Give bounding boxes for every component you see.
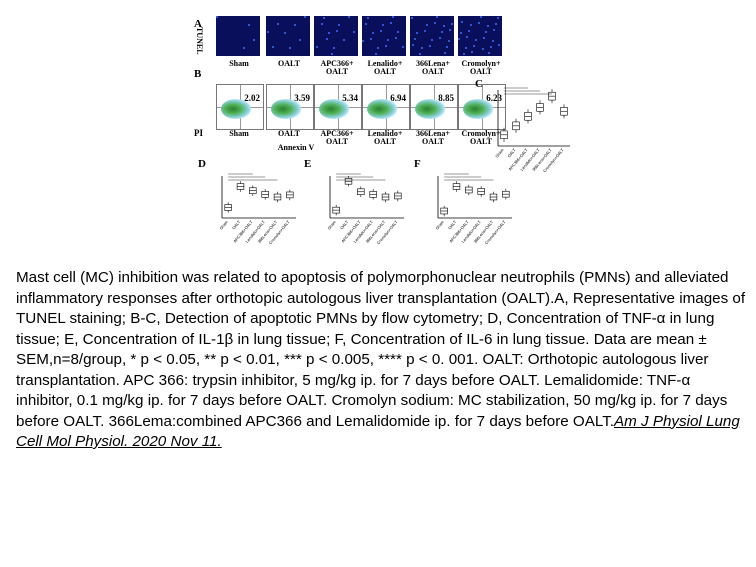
panel-letter-c: C	[475, 78, 483, 90]
annexin-label: Annexin V	[277, 143, 315, 152]
group-label: Lenalido+ OALT	[367, 59, 403, 76]
flow-percentage: 2.02	[244, 93, 260, 103]
category-tick-label: OALT	[231, 219, 242, 230]
group-label: Lenalido+ OALT	[367, 129, 403, 146]
flow-plot: 3.59	[266, 84, 314, 130]
group-label: OALT	[278, 59, 300, 68]
panel-letter-a: A	[194, 18, 202, 30]
panel-letter-d: D	[198, 158, 206, 170]
tunel-image	[314, 16, 358, 56]
group-label: APC366+ OALT	[320, 59, 354, 76]
group-label: Sham	[229, 129, 249, 138]
tunel-label: TUNEL	[195, 27, 204, 55]
category-tick-label: OALT	[447, 219, 458, 230]
flow-percentage: 5.34	[342, 93, 358, 103]
category-tick-label: Sham	[494, 147, 505, 159]
category-tick-label: OALT	[339, 219, 350, 230]
category-tick-label: OALT	[506, 147, 517, 158]
group-label: Sham	[229, 59, 249, 68]
flow-percentage: 6.94	[390, 93, 406, 103]
group-label: 366Lena+ OALT	[416, 59, 450, 76]
category-tick-label: Sham	[434, 219, 445, 231]
panel-letter-b: B	[194, 68, 202, 80]
flow-percentage: 3.59	[294, 93, 310, 103]
group-label: APC366+ OALT	[320, 129, 354, 146]
group-label: Cromolyn+ OALT	[461, 59, 501, 76]
tunel-image	[410, 16, 454, 56]
category-tick-label: Sham	[218, 219, 229, 231]
figure-caption: Mast cell (MC) inhibition was related to…	[16, 268, 746, 453]
group-label: 366Lena+ OALT	[416, 129, 450, 146]
category-tick-label: Sham	[326, 219, 337, 231]
row-prefix-pi: PI	[194, 128, 203, 138]
group-label: Cromolyn+ OALT	[461, 129, 501, 146]
tunel-image	[216, 16, 260, 56]
panel-letter-e: E	[304, 158, 312, 170]
flow-plot: 6.94	[362, 84, 410, 130]
flow-percentage: 8.85	[438, 93, 454, 103]
flow-plot: 8.85	[410, 84, 458, 130]
tunel-image	[266, 16, 310, 56]
citation-link[interactable]: Am J Physiol Lung Cell Mol Physiol. 2020…	[16, 412, 740, 451]
panel-letter-f: F	[414, 158, 421, 170]
flow-percentage: 6.23	[486, 93, 502, 103]
tunel-image	[458, 16, 502, 56]
flow-plot: 5.34	[314, 84, 362, 130]
flow-plot: 2.02	[216, 84, 264, 130]
group-label: OALT	[278, 129, 300, 138]
caption-text: Mast cell (MC) inhibition was related to…	[16, 269, 746, 430]
tunel-image	[362, 16, 406, 56]
